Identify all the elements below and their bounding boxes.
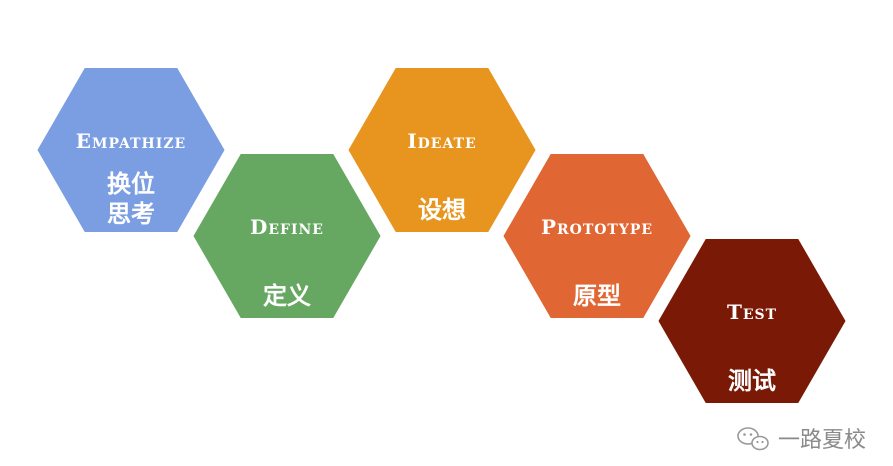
stage-title-ideate: Ideate xyxy=(407,129,476,153)
hexagon-prototype: Prototype 原型 xyxy=(497,148,697,324)
stage-chinese-label-empathize-2: 思考 xyxy=(107,200,155,228)
stage-chinese-label-define: 定义 xyxy=(263,282,311,310)
stage-title-prototype: Prototype xyxy=(541,215,653,239)
stage-chinese-label-prototype: 原型 xyxy=(573,282,621,310)
hexagon-shape-define xyxy=(187,148,387,324)
stage-title-define: Define xyxy=(250,215,324,239)
stage-chinese-label-empathize-1: 换位 xyxy=(107,170,155,198)
stage-title-test: Test xyxy=(727,300,777,324)
watermark: 一路夏校 xyxy=(737,427,866,453)
stage-chinese-label-ideate: 设想 xyxy=(418,196,466,224)
hexagon-test: Test 测试 xyxy=(652,233,852,409)
hexagon-shape-empathize xyxy=(31,62,231,238)
wechat-icon xyxy=(737,427,769,451)
hexagon-define: Define 定义 xyxy=(187,148,387,324)
stage-chinese-label-test: 测试 xyxy=(728,367,776,395)
hexagon-ideate: Ideate 设想 xyxy=(342,62,542,238)
hexagon-shape-ideate xyxy=(342,62,542,238)
stage-title-empathize: Empathize xyxy=(76,129,186,153)
hexagon-shape-prototype xyxy=(497,148,697,324)
hexagon-shape-test xyxy=(652,233,852,409)
watermark-text: 一路夏校 xyxy=(778,428,866,453)
